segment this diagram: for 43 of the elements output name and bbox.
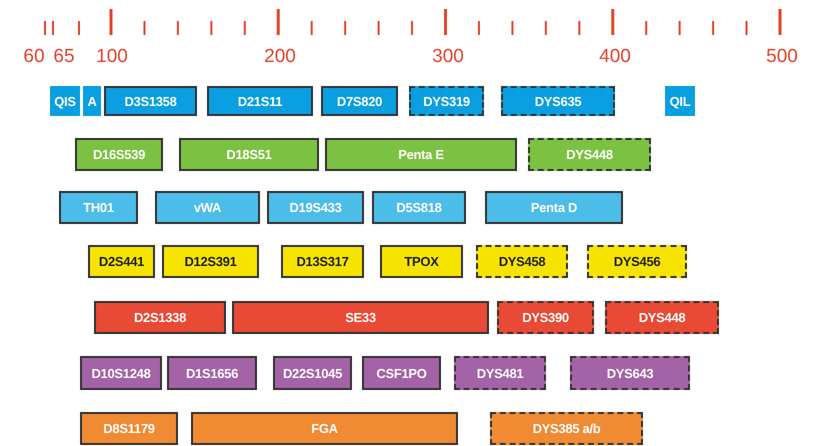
locus-bar: DYS635 — [501, 86, 615, 116]
scale-label: 500 — [766, 46, 798, 68]
locus-bar: D2S1338 — [94, 301, 226, 334]
locus-bar: D21S11 — [207, 86, 313, 116]
locus-bar: DYS481 — [454, 356, 546, 390]
locus-bar: DYS458 — [476, 245, 568, 278]
scale-label: 60 — [23, 46, 45, 68]
locus-bar: Penta E — [325, 138, 517, 171]
locus-bar: DYS385 a/b — [490, 412, 643, 445]
locus-bar: DYS643 — [570, 356, 690, 390]
locus-bar: TH01 — [59, 191, 138, 224]
scale-label: 200 — [264, 46, 296, 68]
locus-bar: D22S1045 — [273, 356, 352, 390]
locus-bar: D12S391 — [162, 245, 259, 278]
locus-bar: FGA — [191, 412, 458, 445]
locus-bar: D8S1179 — [80, 412, 178, 445]
locus-bar: QIS — [50, 86, 80, 116]
locus-bar: Penta D — [485, 191, 623, 224]
locus-bar: D10S1248 — [80, 356, 162, 390]
scale-label: 400 — [599, 46, 631, 68]
locus-bar: D19S433 — [267, 191, 364, 224]
locus-bar: D13S317 — [281, 245, 364, 278]
scale-label: 100 — [96, 46, 128, 68]
locus-bar: CSF1PO — [362, 356, 441, 390]
locus-bar: D16S539 — [75, 138, 163, 171]
locus-bar: DYS390 — [497, 301, 594, 334]
locus-bar: D5S818 — [372, 191, 466, 224]
locus-bar: D2S441 — [88, 245, 155, 278]
locus-bar: DYS448 — [605, 301, 719, 334]
locus-bar: vWA — [155, 191, 260, 224]
locus-bar: A — [83, 86, 101, 116]
scale-label: 65 — [53, 46, 75, 68]
locus-bar: DYS456 — [587, 245, 687, 278]
scale-label: 300 — [432, 46, 464, 68]
locus-bar: QIL — [665, 86, 695, 116]
locus-bar: D7S820 — [321, 86, 398, 116]
locus-bar: D3S1358 — [104, 86, 197, 116]
locus-bar: TPOX — [380, 245, 463, 278]
locus-bar: SE33 — [232, 301, 489, 334]
locus-bar: D18S51 — [179, 138, 319, 171]
locus-bar: DYS448 — [528, 138, 651, 171]
locus-bar: D1S1656 — [167, 356, 257, 390]
locus-bar: DYS319 — [409, 86, 484, 116]
